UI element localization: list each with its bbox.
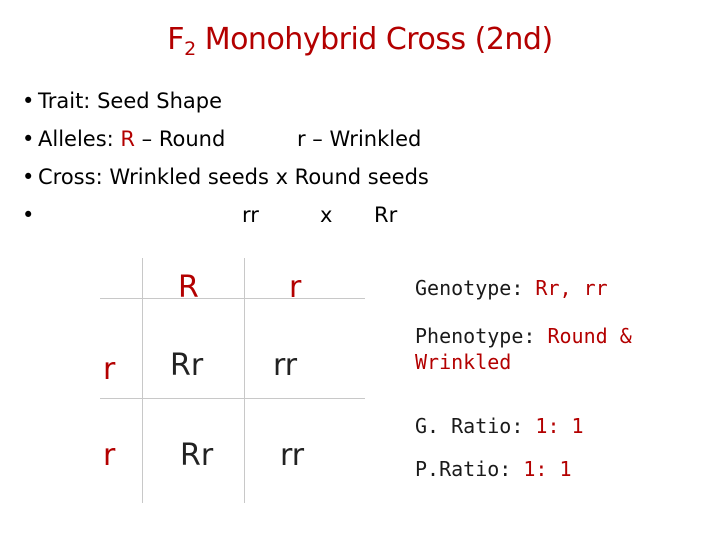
grid-line-top bbox=[100, 298, 365, 299]
bullet-dot: • bbox=[22, 127, 35, 151]
row-header-1: r bbox=[103, 352, 116, 387]
cross-genotype-1: rr bbox=[242, 203, 259, 227]
col-header-recessive: r bbox=[289, 270, 302, 305]
punnett-cell: rr bbox=[273, 348, 298, 383]
row-header-2: r bbox=[103, 438, 116, 473]
title-prefix: F bbox=[167, 22, 185, 57]
bullet-alleles: •Alleles: R – Round r – Wrinkled bbox=[22, 120, 712, 158]
bullet-list: •Trait: Seed Shape •Alleles: R – Round r… bbox=[22, 82, 712, 234]
allele-dominant-desc: – Round bbox=[135, 127, 226, 151]
bullet-dot: • bbox=[22, 165, 35, 189]
phenotype-result: Phenotype: Round & Wrinkled bbox=[415, 323, 632, 375]
col-header-dominant: R bbox=[178, 270, 199, 305]
genotype-label: Genotype: bbox=[415, 276, 536, 300]
genotype-value: Rr, rr bbox=[535, 276, 608, 300]
punnett-cell: rr bbox=[280, 438, 305, 473]
g-ratio-result: G. Ratio: 1: 1 bbox=[415, 413, 584, 439]
cross-text: Cross: Wrinkled seeds x Round seeds bbox=[38, 165, 429, 189]
g-ratio-value: 1: 1 bbox=[535, 414, 584, 438]
grid-line-right bbox=[244, 258, 245, 503]
genotype-result: Genotype: Rr, rr bbox=[415, 275, 608, 301]
punnett-cell: Rr bbox=[180, 438, 214, 473]
slide-title: F2 Monohybrid Cross (2nd) bbox=[0, 22, 720, 60]
trait-text: Trait: Seed Shape bbox=[38, 89, 222, 113]
cross-genotype-2: Rr bbox=[374, 203, 398, 227]
title-text: Monohybrid Cross (2nd) bbox=[195, 22, 554, 57]
grid-line-middle bbox=[100, 398, 365, 399]
bullet-trait: •Trait: Seed Shape bbox=[22, 82, 712, 120]
allele-recessive-desc: r – Wrinkled bbox=[297, 127, 422, 151]
bullet-dot: • bbox=[22, 203, 35, 227]
phenotype-label: Phenotype: bbox=[415, 324, 548, 348]
p-ratio-label: P.Ratio: bbox=[415, 457, 524, 481]
cross-x: x bbox=[320, 203, 333, 227]
allele-dominant: R bbox=[120, 127, 135, 151]
phenotype-value-2: Wrinkled bbox=[415, 350, 512, 374]
punnett-cell: Rr bbox=[170, 348, 204, 383]
p-ratio-result: P.Ratio: 1: 1 bbox=[415, 456, 572, 482]
p-ratio-value: 1: 1 bbox=[523, 457, 572, 481]
bullet-dot: • bbox=[22, 89, 35, 113]
bullet-cross-genotypes: • rr x Rr bbox=[22, 196, 712, 234]
alleles-label: Alleles: bbox=[38, 127, 121, 151]
grid-line-left bbox=[142, 258, 143, 503]
title-subscript: 2 bbox=[184, 38, 196, 60]
bullet-cross: •Cross: Wrinkled seeds x Round seeds bbox=[22, 158, 712, 196]
g-ratio-label: G. Ratio: bbox=[415, 414, 536, 438]
phenotype-value-1: Round & bbox=[547, 324, 632, 348]
